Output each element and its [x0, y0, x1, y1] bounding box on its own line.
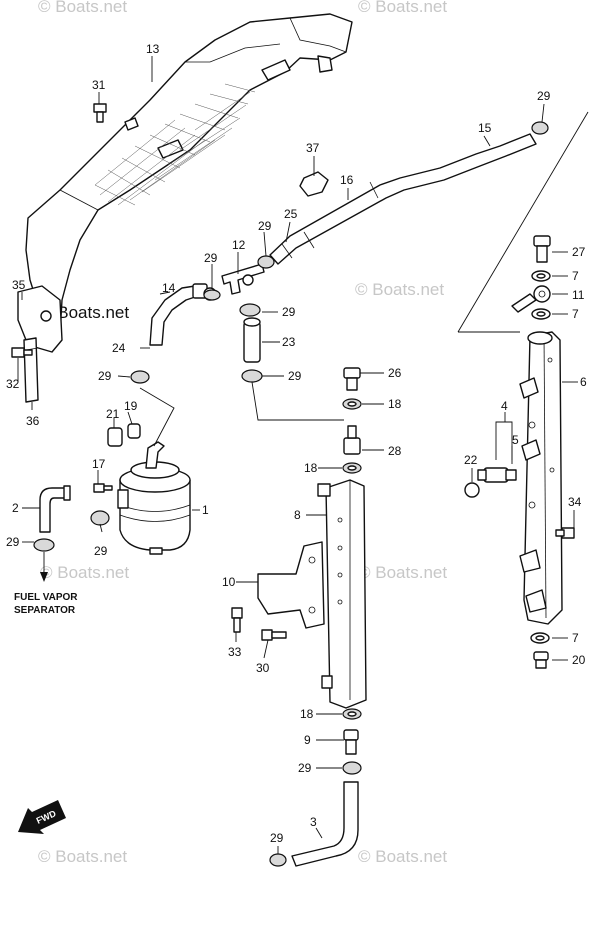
callout-10: 10 [222, 575, 236, 589]
callout-29-b: 29 [204, 251, 218, 265]
watermark: © Boats.net [358, 847, 447, 866]
callout-1: 1 [202, 503, 209, 517]
callout-14: 14 [162, 281, 176, 295]
bracket-35-36 [23, 337, 39, 403]
leader-lines [17, 56, 578, 854]
callout-29-h: 29 [94, 544, 108, 558]
watermark: © Boats.net [358, 0, 447, 16]
clip-37 [299, 171, 329, 197]
bracket-10 [257, 541, 325, 629]
callout-29-c: 29 [258, 219, 272, 233]
callout-29-d: 29 [282, 305, 296, 319]
callout-7-a: 7 [572, 269, 579, 283]
callout-37: 37 [306, 141, 320, 155]
callout-35: 35 [12, 278, 26, 292]
bolt-32 [11, 347, 33, 358]
grommets-19-21 [107, 423, 141, 447]
callout-33: 33 [228, 645, 242, 659]
watermark-main: © Boats.net [40, 303, 129, 322]
callout-12: 12 [232, 238, 246, 252]
watermark: © Boats.net [38, 0, 127, 16]
watermarks: © Boats.net © Boats.net © Boats.net © Bo… [38, 0, 447, 866]
callout-29-j: 29 [270, 831, 284, 845]
callout-7-b: 7 [572, 307, 579, 321]
silencer-cover [17, 13, 353, 353]
bolt-27 [533, 235, 551, 263]
callout-5: 5 [512, 433, 519, 447]
callout-29-a: 29 [98, 369, 112, 383]
callout-17: 17 [92, 457, 106, 471]
callout-29-i: 29 [298, 761, 312, 775]
clips-29 [33, 121, 549, 867]
connector-9 [343, 729, 359, 755]
delivery-pipe-8 [317, 479, 367, 709]
callout-6: 6 [580, 375, 587, 389]
callout-20: 20 [572, 653, 586, 667]
o-ring-22 [464, 482, 480, 498]
callout-36: 36 [26, 414, 40, 428]
callout-30: 30 [256, 661, 270, 675]
callouts: 13 31 35 32 36 14 24 29 29 12 29 25 29 2… [6, 42, 587, 845]
callout-31: 31 [92, 78, 106, 92]
watermark: © Boats.net [38, 847, 127, 866]
caption-line2: SEPARATOR [14, 605, 76, 616]
callout-23: 23 [282, 335, 296, 349]
bolt-26 [343, 367, 361, 391]
watermark: © Boats.net [40, 563, 129, 582]
bolt-31 [93, 103, 107, 123]
injector-4-5 [477, 467, 517, 483]
callout-9: 9 [304, 733, 311, 747]
callout-29-f: 29 [537, 89, 551, 103]
plug-20 [533, 651, 549, 669]
watermark: © Boats.net [358, 563, 447, 582]
mesh-pattern [94, 83, 256, 206]
callout-18-a: 18 [388, 397, 402, 411]
washers-18 [342, 398, 362, 720]
callout-22: 22 [464, 453, 478, 467]
callout-29-g: 29 [6, 535, 20, 549]
union-11 [511, 285, 551, 313]
union-28 [343, 425, 361, 455]
callout-28: 28 [388, 444, 402, 458]
bolts-30-33 [231, 607, 287, 641]
callout-18-c: 18 [300, 707, 314, 721]
fwd-arrow: FWD [18, 800, 66, 834]
hose-2 [39, 485, 71, 533]
callout-8: 8 [294, 508, 301, 522]
callout-15: 15 [478, 121, 492, 135]
callout-13: 13 [146, 42, 160, 56]
hose-3 [291, 781, 359, 867]
caption-line1: FUEL VAPOR [14, 592, 78, 603]
tee-12 [221, 263, 265, 295]
callout-27: 27 [572, 245, 586, 259]
callout-16: 16 [340, 173, 354, 187]
callout-26: 26 [388, 366, 402, 380]
watermark: © Boats.net [355, 280, 444, 299]
callout-29-e: 29 [288, 369, 302, 383]
fuel-rail-6 [519, 331, 563, 625]
callout-24: 24 [112, 341, 126, 355]
callout-19: 19 [124, 399, 138, 413]
hose-23 [243, 317, 261, 363]
callout-7-c: 7 [572, 631, 579, 645]
callout-25: 25 [284, 207, 298, 221]
callout-3: 3 [310, 815, 317, 829]
filter-1 [117, 441, 191, 555]
callout-4: 4 [501, 399, 508, 413]
callout-32: 32 [6, 377, 20, 391]
callout-21: 21 [106, 407, 120, 421]
callout-11: 11 [572, 288, 585, 302]
callout-34: 34 [568, 495, 582, 509]
bolt-17 [93, 483, 113, 493]
bolt-34 [555, 527, 575, 539]
washers-7 [530, 270, 551, 644]
fuel-pipe-15-16 [269, 133, 537, 265]
callout-18-b: 18 [304, 461, 318, 475]
callout-2: 2 [12, 501, 19, 515]
